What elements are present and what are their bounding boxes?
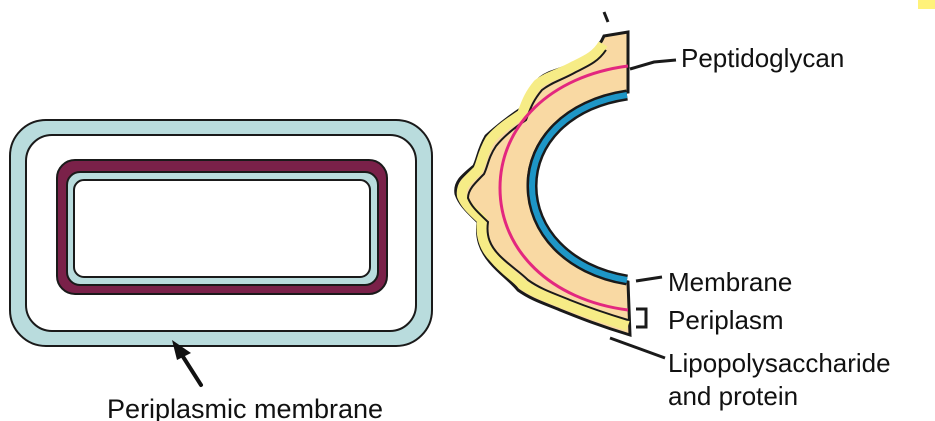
peptidoglycan-label: Peptidoglycan xyxy=(681,43,844,73)
corner-highlight xyxy=(918,0,935,9)
cytoplasm-space xyxy=(74,180,370,277)
periplasm-bracket xyxy=(636,309,646,327)
periplasm-label: Periplasm xyxy=(668,305,784,335)
periplasmic-membrane-caption: Periplasmic membrane xyxy=(107,394,383,421)
right-wall-diagram: Peptidoglycan Membrane Periplasm Lipopol… xyxy=(456,12,891,411)
lipopolysaccharide-label: Lipopolysaccharide xyxy=(668,348,891,378)
left-cell-diagram: Periplasmic membrane xyxy=(10,120,432,421)
and-protein-label: and protein xyxy=(668,381,798,411)
top-tick-mark xyxy=(604,12,608,22)
peptidoglycan-leader xyxy=(630,60,676,69)
lps-leader xyxy=(610,338,665,358)
membrane-label: Membrane xyxy=(668,267,792,297)
membrane-leader xyxy=(636,277,662,281)
